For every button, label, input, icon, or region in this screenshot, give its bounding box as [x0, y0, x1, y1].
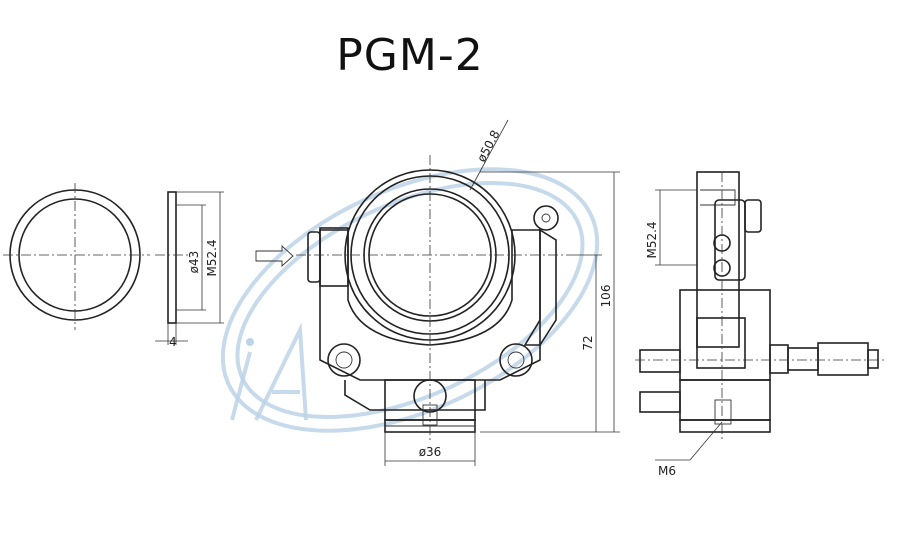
dim-base-diameter: ø36	[419, 445, 442, 459]
dim-inner-diameter: ø43	[187, 251, 201, 274]
mount-side-view	[635, 171, 885, 461]
ring-side-view	[155, 191, 224, 345]
dim-ring-thread: M52.4	[205, 239, 219, 276]
dim-mount-thread: M6	[658, 464, 676, 478]
dim-ring-thickness: 4	[169, 335, 177, 349]
ring-front-view	[3, 183, 150, 330]
company-logo-watermark	[220, 167, 600, 433]
dim-optic-diameter: ø50.8	[474, 128, 502, 165]
dim-overall-height: 106	[599, 285, 613, 308]
page-title: PGM-2	[336, 30, 484, 81]
dim-side-thread: M52.4	[645, 221, 659, 258]
dim-center-height: 72	[581, 335, 595, 350]
mount-front-view	[296, 119, 620, 466]
arrow-right-icon	[255, 244, 294, 268]
